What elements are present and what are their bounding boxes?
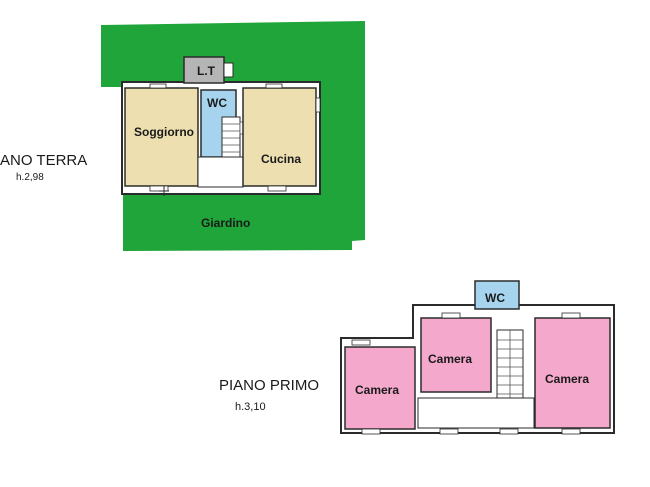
lt-label: L.T (197, 64, 216, 78)
ground-floor-title: ANO TERRA (0, 152, 87, 169)
camera-center-room (420, 317, 492, 393)
giardino-label: Giardino (201, 216, 250, 230)
lt-room (183, 56, 225, 84)
camera-right-room (534, 317, 611, 429)
first-floor-title: PIANO PRIMO (219, 377, 319, 394)
stair-first (496, 329, 524, 403)
cucina-label: Cucina (261, 152, 301, 166)
camera-label-right: Camera (545, 372, 589, 386)
soggiorno-room (124, 87, 199, 187)
corridor-first (417, 397, 535, 429)
ground-floor-plan: L.T WC Soggiorno Cucina Giardino ANO TER… (0, 21, 365, 251)
wc-room-first (474, 280, 520, 310)
camera-label-center: Camera (428, 352, 472, 366)
ground-floor-height: h.2,98 (16, 172, 44, 183)
soggiorno-label: Soggiorno (134, 125, 194, 139)
camera-left-room (344, 346, 416, 430)
first-floor-height: h.3,10 (235, 401, 266, 413)
entry-corridor-ground (197, 156, 244, 188)
first-floor-plan: WC Camera Camera Camera PIANO PRIMO h.3,… (219, 280, 615, 435)
wc-label-ground: WC (207, 96, 227, 110)
wc-label-first: WC (485, 291, 505, 305)
cucina-room (242, 87, 317, 187)
camera-label-left: Camera (355, 383, 399, 397)
